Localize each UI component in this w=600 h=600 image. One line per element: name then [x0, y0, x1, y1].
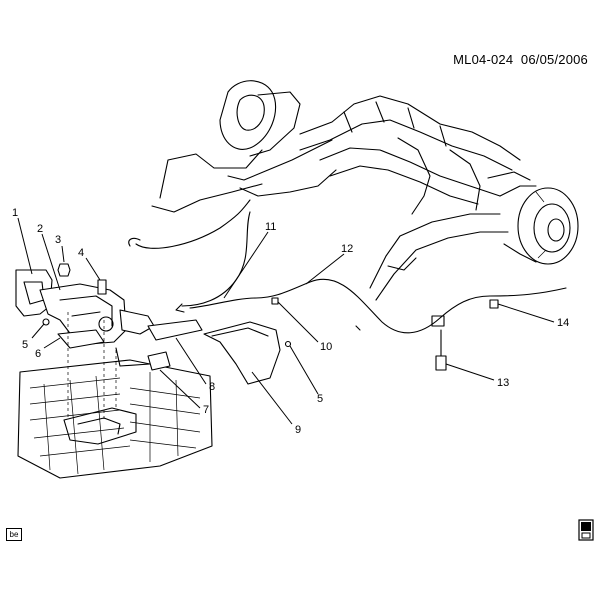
callout-9: 9	[295, 424, 301, 436]
callout-14: 14	[557, 317, 569, 329]
callout-4: 4	[78, 247, 84, 259]
brake-cables	[128, 199, 567, 334]
callout-leaders	[17, 217, 555, 425]
fasteners-13-14	[435, 299, 499, 371]
callout-10: 10	[320, 341, 332, 353]
service-manual-icon	[578, 519, 594, 541]
callout-11: 11	[265, 221, 276, 233]
diagram-date: 06/05/2006	[520, 52, 588, 67]
callout-1: 1	[12, 207, 18, 219]
corner-badge: be	[6, 528, 22, 541]
callout-3: 3	[55, 234, 61, 246]
callout-13: 13	[497, 377, 509, 389]
callout-2: 2	[37, 223, 43, 235]
brake-lever-assembly	[15, 263, 292, 420]
floor-pan-drawing	[17, 359, 213, 479]
callout-7: 7	[203, 404, 209, 416]
rear-subframe-drawing	[151, 80, 579, 301]
callout-5: 5	[22, 339, 28, 351]
callout-6: 6	[35, 348, 41, 360]
diagram-id: ML04-024	[453, 52, 514, 67]
callout-12: 12	[341, 243, 353, 255]
callout-5b: 5	[317, 393, 323, 405]
callout-8: 8	[209, 381, 215, 393]
callout-labels: 1 2 3 4 5 6 7 8 9 10 11 12 13 14 5	[12, 207, 569, 436]
diagram-header: ML04-024 06/05/2006	[453, 52, 588, 67]
